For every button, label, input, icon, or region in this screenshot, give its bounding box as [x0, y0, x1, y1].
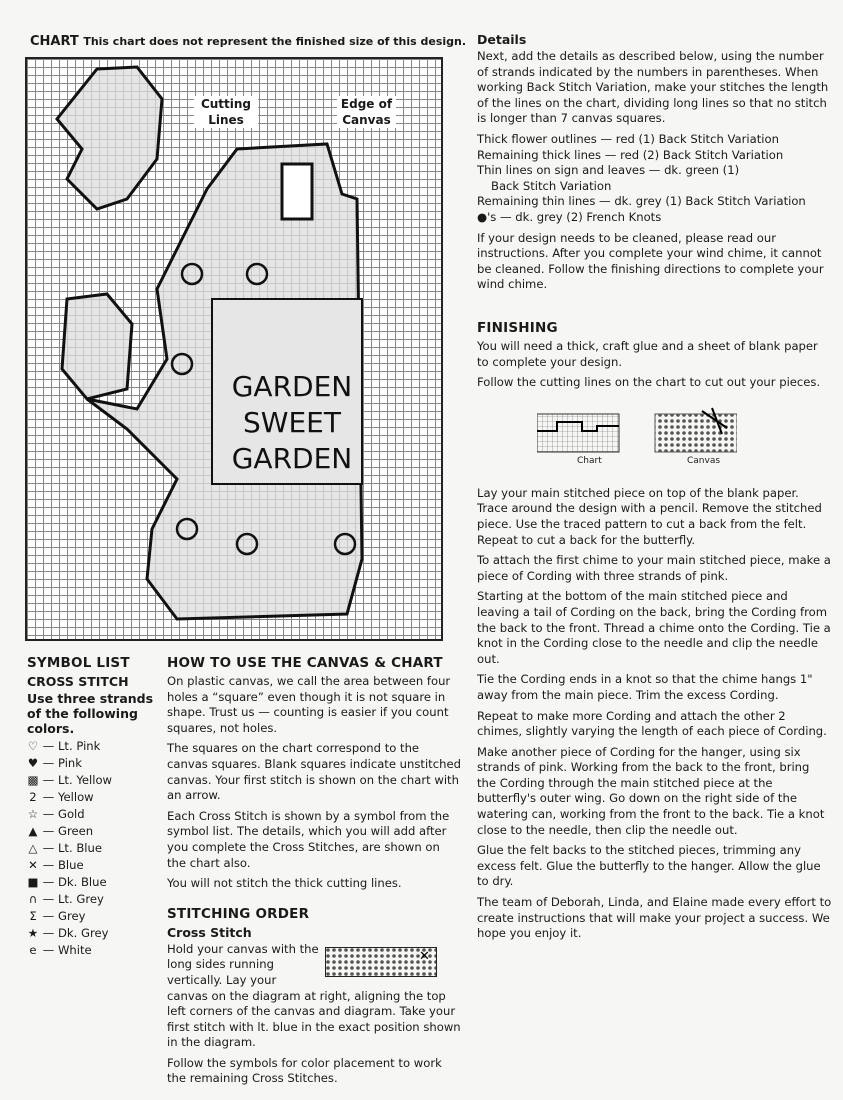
symbol-item: 2 — Yellow	[27, 789, 157, 806]
symbol-item: △ — Lt. Blue	[28, 841, 103, 855]
butterfly-upper	[55, 65, 164, 211]
symbol-item: e — White	[27, 942, 157, 959]
symbol-item: ★ — Dk. Grey	[27, 926, 109, 940]
chart-drawing	[55, 65, 364, 621]
finishing-heading: FINISHING	[477, 320, 558, 336]
stitch-symbol-icon: 2	[29, 790, 37, 804]
details-section: Details Next, add the details as describ…	[477, 32, 832, 298]
stitch-symbol-icon: ♥	[27, 756, 39, 770]
stitch-symbol-icon: ▩	[27, 773, 39, 787]
stitch-symbol-icon: ♡	[27, 739, 39, 753]
stitch-symbol-icon: ▲	[28, 824, 38, 838]
symbol-item: ♡ — Lt. Pink	[27, 739, 101, 753]
butterfly-lower	[60, 292, 134, 401]
symbol-item: ▩ — Lt. Yellow	[27, 773, 113, 787]
cross-stitch-chart: GARDEN SWEET GARDEN Cutting Lines Edge o…	[25, 57, 443, 641]
sign-line: GARDEN	[231, 370, 353, 403]
stitch-symbol-icon: ★	[27, 926, 39, 940]
sign-line: SWEET	[243, 406, 341, 439]
stitch-symbol-icon: e	[29, 943, 37, 957]
sign-line: GARDEN	[231, 442, 353, 475]
symbol-item: ♥ — Pink	[27, 756, 82, 770]
sign-panel	[211, 298, 363, 485]
symbol-item: ✕ — Blue	[28, 858, 84, 872]
svg-text:✕: ✕	[419, 949, 430, 964]
callout-cutting-lines: Cutting Lines	[194, 96, 258, 128]
symbol-item: ∩ — Lt. Grey	[28, 892, 104, 906]
stitch-symbol-icon: △	[28, 841, 38, 855]
finishing-section: FINISHING You will need a thick, craft g…	[477, 320, 832, 941]
handle-hole	[280, 162, 314, 221]
callout-edge-of-canvas: Edge of Canvas	[337, 96, 396, 128]
cutting-diagram: Chart Canvas	[477, 396, 832, 486]
stitch-symbol-icon: ∩	[28, 892, 38, 906]
chart-heading: CHART This chart does not represent the …	[30, 34, 467, 49]
stitch-symbol-icon: Σ	[29, 909, 37, 923]
stitch-symbol-icon: ✕	[28, 858, 38, 872]
symbol-item: ■ — Dk. Blue	[27, 875, 107, 889]
details-heading: Details	[477, 32, 527, 47]
symbol-item: ▲ — Green	[28, 824, 94, 838]
stitch-symbol-icon: ■	[27, 875, 39, 889]
stitch-symbol-icon: ☆	[27, 807, 39, 821]
symbol-list: SYMBOL LIST CROSS STITCH Use three stran…	[27, 655, 157, 959]
how-to-section: HOW TO USE THE CANVAS & CHART On plastic…	[167, 655, 461, 1086]
symbol-item: ☆ — Gold	[27, 807, 85, 821]
canvas-position-diagram: ✕	[325, 947, 437, 977]
symbol-item: Σ — Grey	[27, 908, 157, 925]
